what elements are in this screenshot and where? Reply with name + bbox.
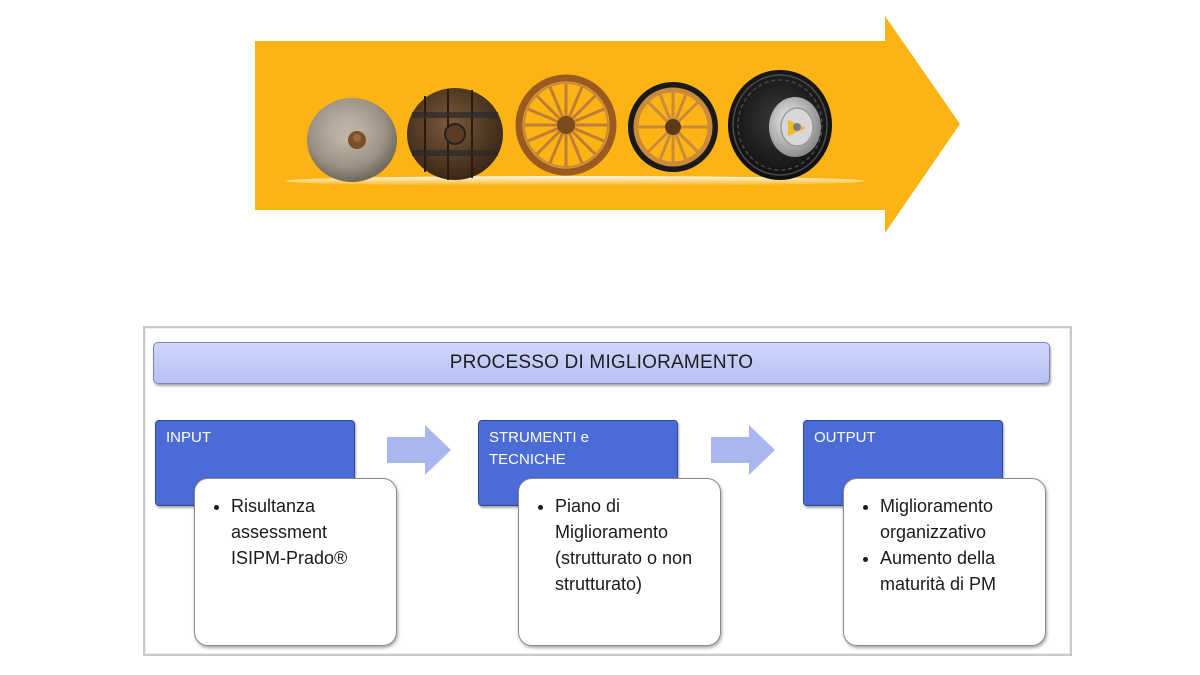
stage-items: Miglioramento organizzativo Aumento dell… xyxy=(860,493,1035,597)
process-title-bar: PROCESSO DI MIGLIORAMENTO xyxy=(153,342,1050,384)
stage-header-label: OUTPUT xyxy=(814,429,876,446)
modern-tire-wheel-icon xyxy=(728,70,832,180)
stage-header-label: INPUT xyxy=(166,429,211,446)
ground-shadow xyxy=(285,176,865,186)
wheel-evolution-banner xyxy=(255,16,960,233)
list-item: Risultanza assessment ISIPM-Prado® xyxy=(231,493,386,571)
stage-body-output: Miglioramento organizzativo Aumento dell… xyxy=(843,478,1046,646)
improvement-process-diagram: PROCESSO DI MIGLIORAMENTO INPUT Risultan… xyxy=(143,326,1072,656)
stage-header-label: STRUMENTI e TECNICHE xyxy=(489,429,590,468)
stage-items: Piano di Miglioramento (strutturato o no… xyxy=(535,493,710,597)
process-title: PROCESSO DI MIGLIORAMENTO xyxy=(449,352,754,373)
spoked-wooden-wheel-icon xyxy=(515,74,617,176)
spoked-metal-rim-wheel-icon xyxy=(628,82,718,172)
list-item: Miglioramento organizzativo xyxy=(880,493,1035,545)
flow-arrow-icon xyxy=(711,425,775,475)
stage-body-input: Risultanza assessment ISIPM-Prado® xyxy=(194,478,397,646)
list-item: Aumento della maturità di PM xyxy=(880,545,1035,597)
stage-body-tools: Piano di Miglioramento (strutturato o no… xyxy=(518,478,721,646)
stone-wheel-icon xyxy=(307,98,397,182)
list-item: Piano di Miglioramento (strutturato o no… xyxy=(555,493,710,597)
wooden-disc-wheel-icon xyxy=(407,88,503,180)
stage-items: Risultanza assessment ISIPM-Prado® xyxy=(211,493,386,571)
flow-arrow-icon xyxy=(387,425,451,475)
